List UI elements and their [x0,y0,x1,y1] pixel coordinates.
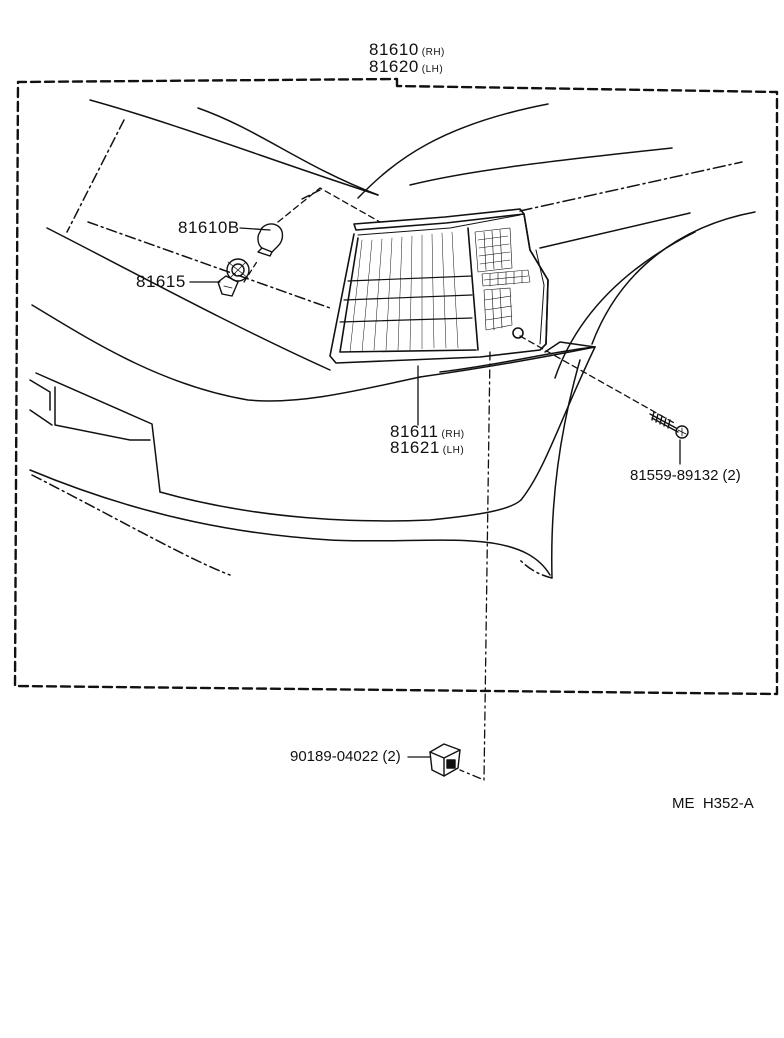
assembly-boundary [13,77,779,696]
socket-icon [217,258,250,297]
part-label-81611: 81611(RH) [390,422,465,443]
part-label-81559-89132: 81559-89132(2) [630,468,741,484]
part-side: (RH) [441,429,465,440]
bulb-icon [257,223,284,257]
leader-lines [189,85,681,781]
part-number: 81615 [136,272,186,291]
car-body-outline [29,99,756,579]
part-number: 81611 [390,422,439,441]
part-side: (LH) [421,64,444,75]
part-number: 81610 [369,40,419,59]
corner-lamp-lens [329,208,549,364]
screw-icon [649,411,689,439]
part-number: 81621 [390,438,440,457]
part-number: 81559-89132 [630,467,719,484]
part-label-90189-04022: 90189-04022(2) [290,749,401,765]
part-number: 90189-04022 [290,748,379,765]
part-number: 81620 [369,57,419,76]
part-side: (RH) [421,47,445,58]
part-label-81620: 81620(LH) [369,57,444,78]
part-qty: (2) [722,467,741,484]
part-label-81621: 81621(LH) [390,438,465,459]
part-label-81610b: 81610B [178,218,240,237]
part-side: (LH) [442,445,465,456]
part-qty: (2) [382,748,401,765]
bumper-trim-strip [419,346,596,378]
part-number: 81610B [178,218,240,237]
figure-code: ME H352-A [672,795,754,812]
part-label-81610: 81610(RH) [369,40,445,61]
clip-icon [429,743,461,777]
part-label-81615: 81615 [136,272,186,291]
